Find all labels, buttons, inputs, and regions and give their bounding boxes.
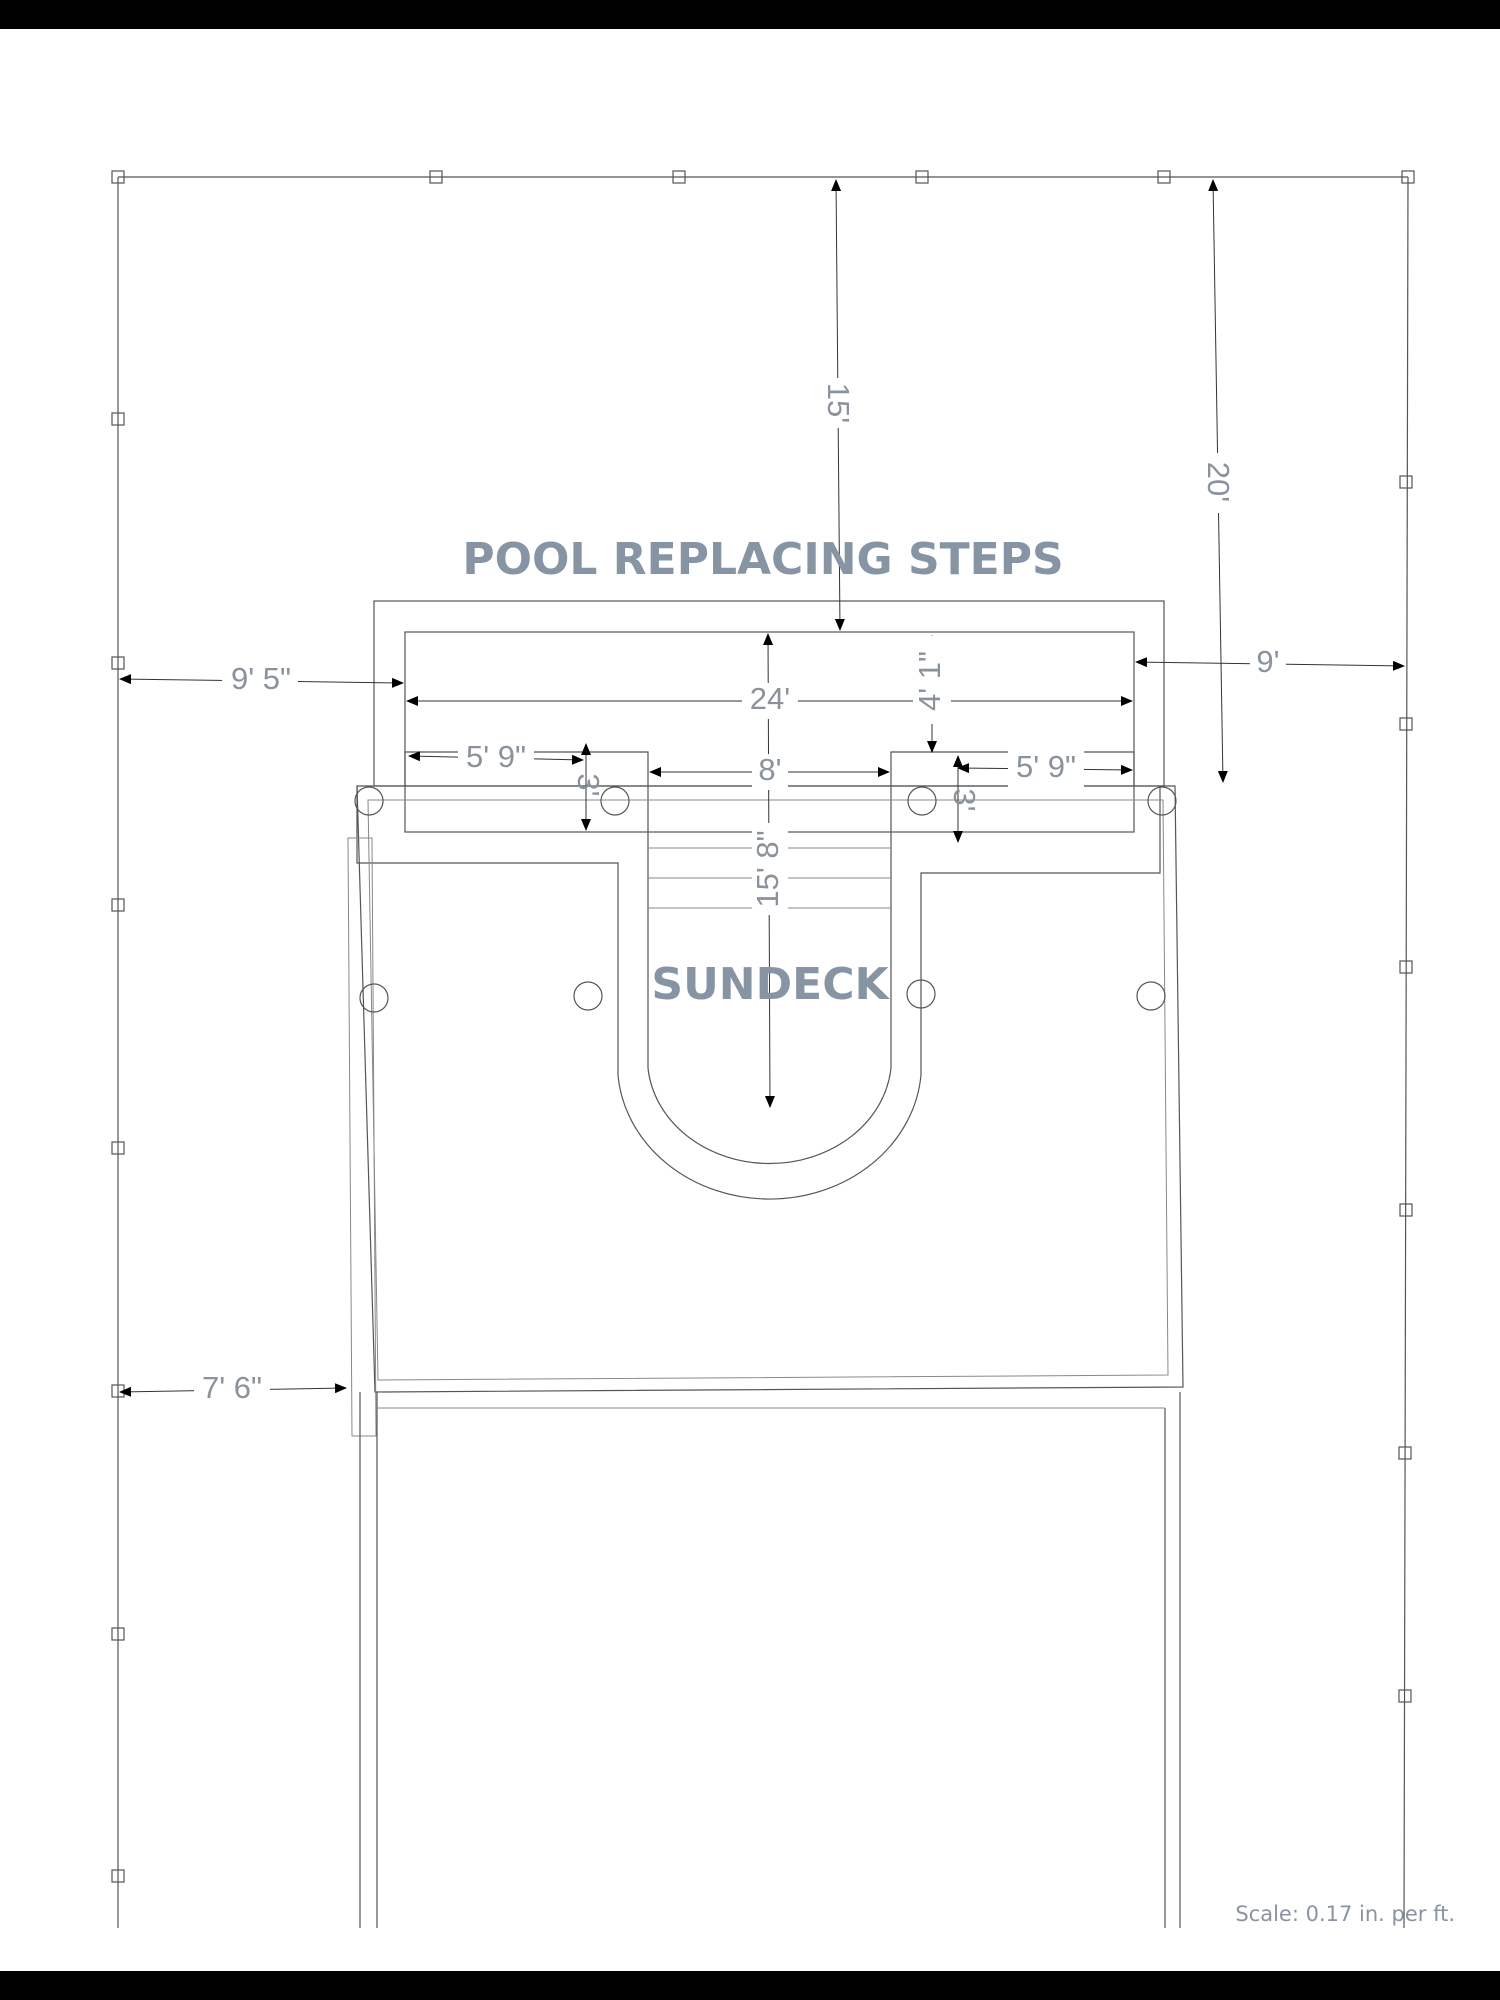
dim-right-3ft: 3': [947, 788, 982, 811]
scale-note: Scale: 0.17 in. per ft.: [1235, 1902, 1455, 1926]
dim-15ft: 15': [821, 383, 856, 423]
dim-24ft: 24': [750, 681, 790, 716]
dimension-labels: 15' 20' 9' 5" 9' 24' 4' 1" 5' 9" 8' 5' 9…: [194, 378, 1286, 1408]
top-frame-bar: [0, 0, 1500, 29]
property-boundary: [111, 170, 1415, 1929]
dim-9ft-5in: 9' 5": [231, 661, 291, 696]
pool-outline: [356, 600, 1165, 1200]
dim-left-3ft: 3': [571, 773, 606, 796]
dim-left-step-5ft-9in: 5' 9": [466, 739, 526, 774]
sundeck-label: SUNDECK: [651, 959, 890, 1010]
bottom-frame-bar: [0, 1971, 1500, 2000]
pool-label: POOL REPLACING STEPS: [462, 534, 1063, 585]
dim-8ft: 8': [758, 752, 781, 787]
dim-4ft-1in: 4' 1": [912, 651, 947, 711]
dim-15ft-8in: 15' 8": [750, 830, 785, 907]
dim-7ft-6in: 7' 6": [202, 1370, 262, 1405]
dim-right-step-5ft-9in: 5' 9": [1016, 749, 1076, 784]
house-structure: [359, 1392, 1181, 1928]
boundary-markers: [111, 170, 1415, 1883]
deck-posts: [354, 786, 1177, 1013]
dim-20ft: 20': [1201, 462, 1236, 502]
dim-9ft: 9': [1256, 644, 1279, 679]
sundeck-area: [347, 785, 1184, 1437]
